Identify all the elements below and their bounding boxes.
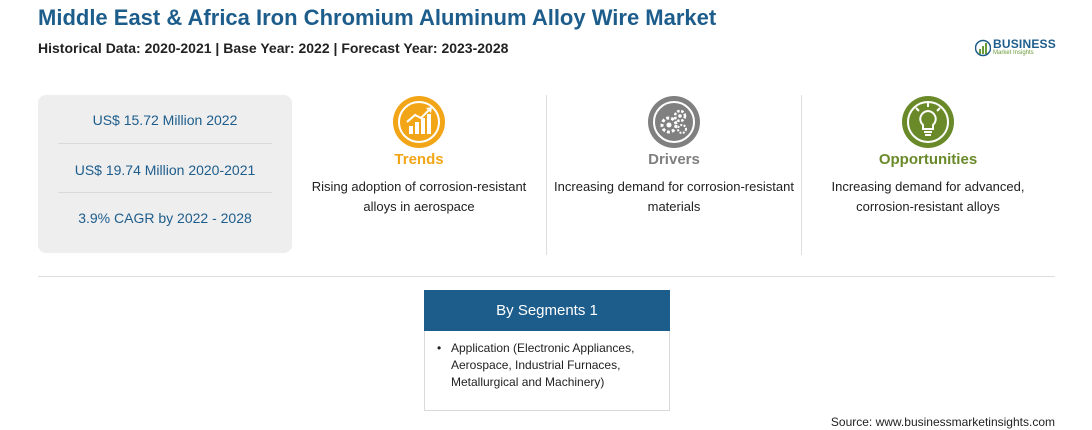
brand-logo: BUSINESS Market Insights [975,36,1065,60]
trends-column: Trends Rising adoption of corrosion-resi… [294,95,544,217]
column-divider [546,95,547,255]
segments-box: By Segments 1 • Application (Electronic … [424,290,670,411]
stat-divider [58,192,272,193]
chart-growth-icon [393,96,445,148]
opportunities-heading: Opportunities [878,151,978,168]
opportunities-column: Opportunities Increasing demand for adva… [803,95,1053,217]
stat-market-size-historical: US$ 19.74 Million 2020-2021 [74,162,256,178]
source-note: Source: www.businessmarketinsights.com [830,415,1055,429]
lightbulb-icon [902,96,954,148]
page-title: Middle East & Africa Iron Chromium Alumi… [38,5,717,30]
section-divider [38,276,1055,277]
bullet-icon: • [437,341,442,355]
page-subtitle: Historical Data: 2020-2021 | Base Year: … [38,40,509,56]
segment-item-text: Application (Electronic Appliances, Aero… [451,341,635,389]
stats-panel: US$ 15.72 Million 2022 US$ 19.74 Million… [38,95,292,253]
stat-divider [58,143,272,144]
segments-heading: By Segments 1 [424,290,670,331]
drivers-column: Drivers Increasing demand for corrosion-… [549,95,799,217]
drivers-description: Increasing demand for corrosion-resistan… [554,179,794,214]
logo-name: BUSINESS [993,37,1056,51]
drivers-heading: Drivers [648,151,700,168]
trends-heading: Trends [394,151,444,168]
column-divider [801,95,802,255]
segment-item: • Application (Electronic Appliances, Ae… [437,340,665,391]
opportunities-description: Increasing demand for advanced, corrosio… [831,179,1025,214]
logo-mark-icon [975,39,991,57]
gears-icon [648,96,700,148]
stat-cagr: 3.9% CAGR by 2022 - 2028 [78,210,252,226]
stat-market-size-2022: US$ 15.72 Million 2022 [92,112,238,128]
logo-tagline: Market Insights [993,50,1034,56]
trends-description: Rising adoption of corrosion-resistant a… [311,179,527,214]
